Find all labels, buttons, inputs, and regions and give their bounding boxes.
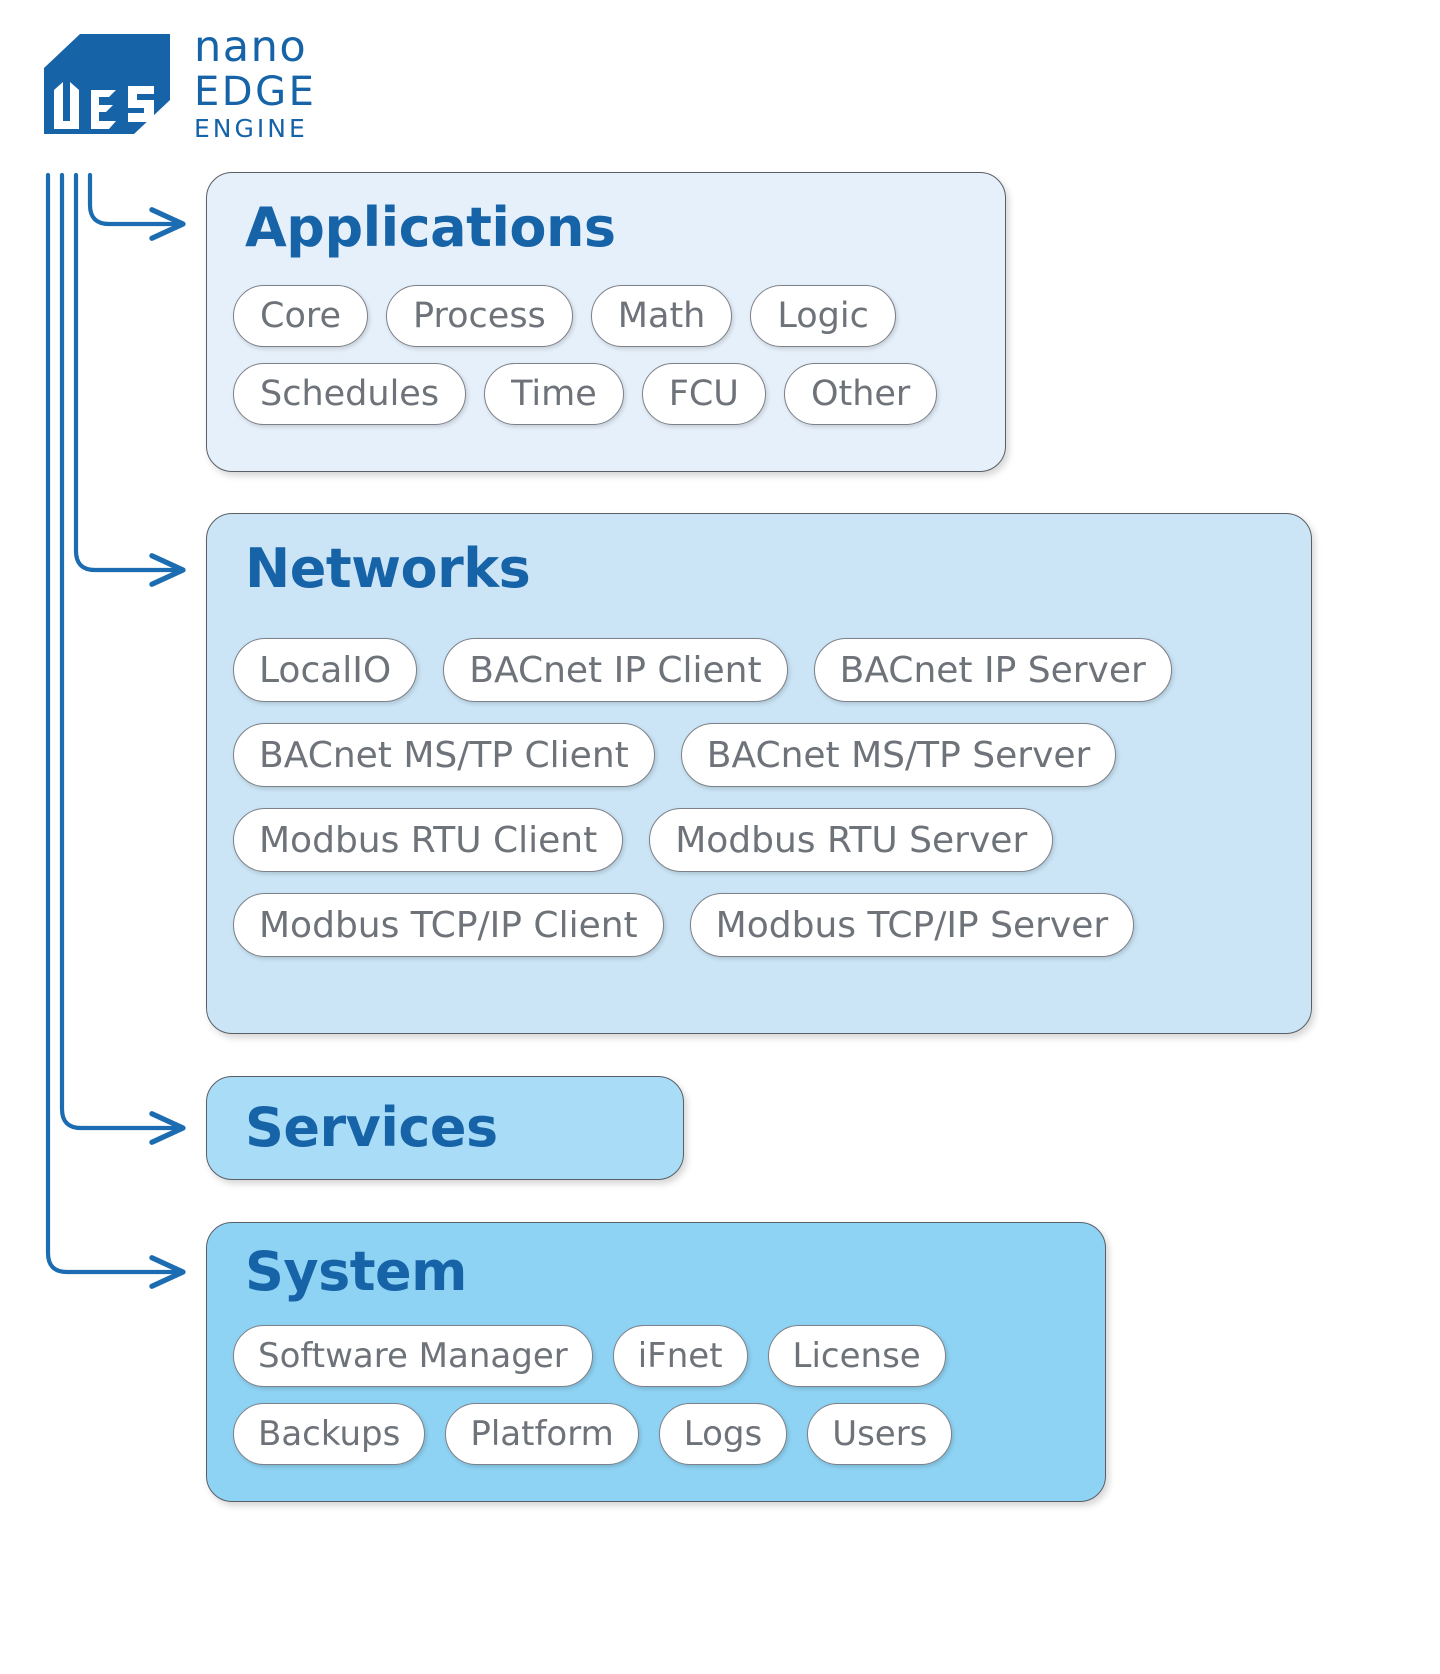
pill-modbus-tcpip-client[interactable]: Modbus TCP/IP Client	[233, 893, 664, 957]
pill-row: Software Manager iFnet License	[233, 1325, 1087, 1387]
pill-backups[interactable]: Backups	[233, 1403, 426, 1465]
pill-ifnet[interactable]: iFnet	[612, 1325, 748, 1387]
section-title-system: System	[245, 1240, 467, 1303]
pill-row: LocalIO BACnet IP Client BACnet IP Serve…	[233, 638, 1293, 702]
section-system[interactable]: System Software Manager iFnet License Ba…	[206, 1222, 1106, 1502]
pill-localio[interactable]: LocalIO	[233, 638, 418, 702]
pill-bacnet-mstp-client[interactable]: BACnet MS/TP Client	[233, 723, 655, 787]
pill-row: Modbus RTU Client Modbus RTU Server	[233, 808, 1293, 872]
wordmark-line-nano: nano	[194, 22, 308, 72]
pill-bacnet-mstp-server[interactable]: BACnet MS/TP Server	[680, 723, 1117, 787]
pill-group-applications: Core Process Math Logic Schedules Time F…	[233, 285, 987, 441]
section-applications[interactable]: Applications Core Process Math Logic Sch…	[206, 172, 1006, 472]
pill-group-system: Software Manager iFnet License Backups P…	[233, 1325, 1087, 1481]
pill-logs[interactable]: Logs	[658, 1403, 788, 1465]
section-services[interactable]: Services	[206, 1076, 684, 1180]
connector-to-system	[45, 172, 183, 1272]
pill-row: Core Process Math Logic	[233, 285, 987, 347]
section-title-services: Services	[245, 1096, 498, 1159]
wordmark-line-edge: EDGE	[194, 69, 317, 115]
pill-modbus-rtu-server[interactable]: Modbus RTU Server	[649, 808, 1054, 872]
brand-wordmark: nano EDGE ENGINE	[194, 22, 374, 143]
section-title-networks: Networks	[245, 537, 531, 600]
pill-other[interactable]: Other	[783, 363, 938, 425]
pill-row: Modbus TCP/IP Client Modbus TCP/IP Serve…	[233, 893, 1293, 957]
pill-fcu[interactable]: FCU	[641, 363, 766, 425]
pill-modbus-rtu-client[interactable]: Modbus RTU Client	[233, 808, 624, 872]
section-title-applications: Applications	[245, 196, 616, 259]
connector-to-services	[59, 172, 183, 1128]
pill-logic[interactable]: Logic	[750, 285, 896, 347]
pill-row: Backups Platform Logs Users	[233, 1403, 1087, 1465]
pill-software-manager[interactable]: Software Manager	[233, 1325, 593, 1387]
pill-math[interactable]: Math	[590, 285, 733, 347]
connector-to-networks	[73, 172, 183, 570]
pill-time[interactable]: Time	[484, 363, 624, 425]
pill-schedules[interactable]: Schedules	[233, 363, 467, 425]
pill-group-networks: LocalIO BACnet IP Client BACnet IP Serve…	[233, 638, 1293, 978]
wordmark-line-engine: ENGINE	[194, 114, 308, 143]
pill-license[interactable]: License	[767, 1325, 946, 1387]
pill-users[interactable]: Users	[807, 1403, 953, 1465]
brand-logo: nano EDGE ENGINE	[44, 26, 384, 142]
pill-core[interactable]: Core	[233, 285, 369, 347]
pill-platform[interactable]: Platform	[445, 1403, 639, 1465]
pill-row: Schedules Time FCU Other	[233, 363, 987, 425]
connector-to-applications	[87, 172, 183, 224]
pill-bacnet-ip-server[interactable]: BACnet IP Server	[813, 638, 1172, 702]
pill-modbus-tcpip-server[interactable]: Modbus TCP/IP Server	[689, 893, 1135, 957]
section-networks[interactable]: Networks LocalIO BACnet IP Client BACnet…	[206, 513, 1312, 1034]
pill-row: BACnet MS/TP Client BACnet MS/TP Server	[233, 723, 1293, 787]
pill-process[interactable]: Process	[386, 285, 573, 347]
pill-bacnet-ip-client[interactable]: BACnet IP Client	[443, 638, 788, 702]
nee-isometric-logo-icon	[44, 34, 170, 134]
